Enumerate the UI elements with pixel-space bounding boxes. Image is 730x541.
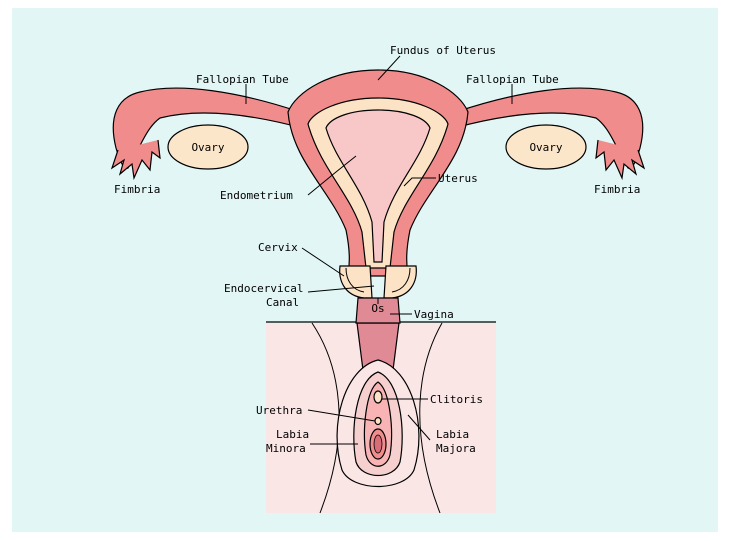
label-labia-majora-line1: Labia	[436, 428, 469, 441]
label-fimbria-left: Fimbria	[114, 183, 160, 196]
label-clitoris: Clitoris	[430, 393, 483, 406]
label-endocervical-line1: Endocervical	[224, 282, 303, 295]
vaginal-opening-inner	[374, 435, 382, 453]
label-endocervical-line2: Canal	[266, 296, 299, 309]
label-labia-minora-line2: Minora	[266, 442, 306, 455]
label-uterus: Uterus	[438, 172, 478, 185]
label-endometrium: Endometrium	[220, 189, 293, 202]
label-ovary-right: Ovary	[529, 141, 562, 154]
label-fundus: Fundus of Uterus	[390, 44, 496, 57]
label-fallopian-tube-right: Fallopian Tube	[466, 73, 559, 86]
label-urethra: Urethra	[256, 404, 302, 417]
label-os: Os	[371, 302, 384, 315]
label-fimbria-right: Fimbria	[594, 183, 640, 196]
urethra-shape	[375, 418, 381, 425]
label-fallopian-tube-left: Fallopian Tube	[196, 73, 289, 86]
label-vagina: Vagina	[414, 308, 454, 321]
label-cervix: Cervix	[258, 241, 298, 254]
label-labia-majora-line2: Majora	[436, 442, 476, 455]
label-ovary-left: Ovary	[191, 141, 224, 154]
clitoris-shape	[374, 391, 382, 403]
external-genitalia	[266, 322, 496, 513]
label-labia-minora-line1: Labia	[276, 428, 309, 441]
